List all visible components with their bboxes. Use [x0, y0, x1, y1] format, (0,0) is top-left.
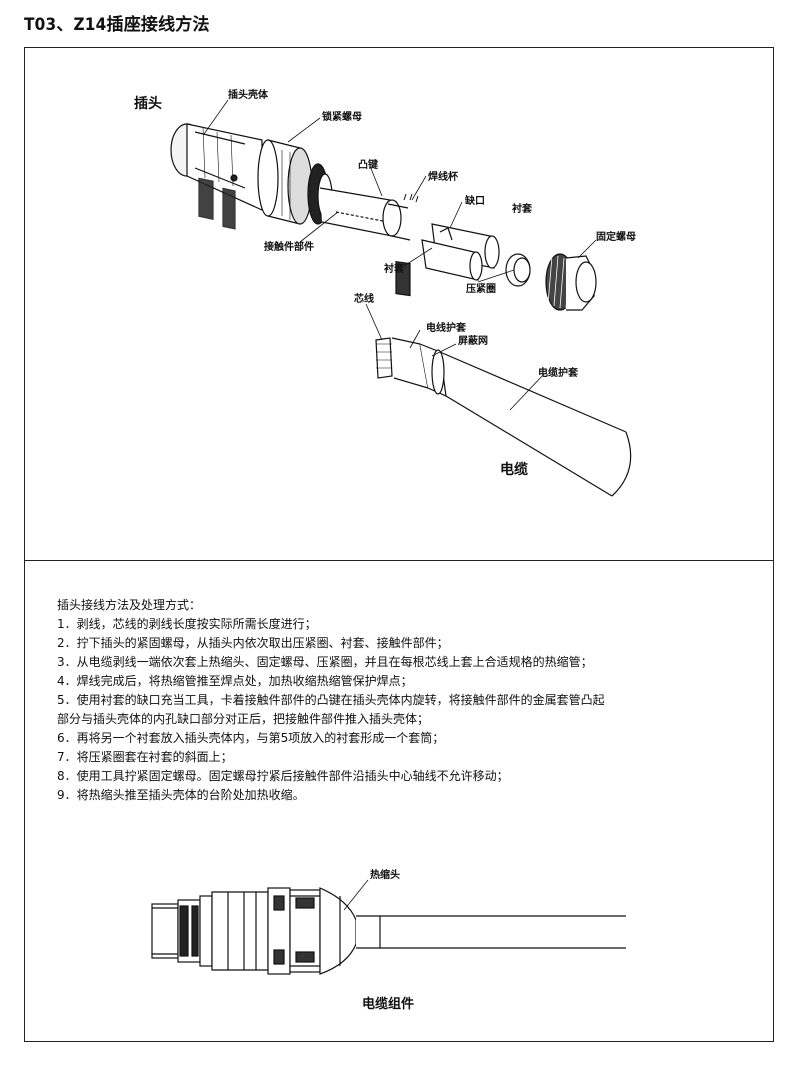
label-shield: 屏蔽网 — [457, 334, 488, 347]
section-divider — [24, 560, 774, 561]
diagram-frame — [24, 47, 774, 1042]
label-notch: 缺口 — [464, 194, 485, 207]
label-cable-jacket: 电缆护套 — [538, 366, 579, 379]
cable-drawing — [375, 337, 632, 497]
instructions-block: 插头接线方法及处理方式： 1．剥线，芯线的剥线长度按实际所需长度进行； 2．拧下… — [57, 596, 757, 805]
label-heat-shrink: 热缩头 — [370, 868, 400, 881]
label-cable: 电缆 — [500, 461, 528, 478]
label-compression-ring: 压紧圈 — [466, 282, 496, 295]
label-plug: 插头 — [134, 95, 162, 112]
label-bushing: 衬套 — [512, 202, 533, 215]
instruction-step: 6．再将另一个衬套放入插头壳体内，与第5项放入的衬套形成一个套筒； — [57, 731, 445, 745]
label-fixed-nut: 固定螺母 — [596, 230, 636, 243]
lock-nut-drawing — [257, 139, 333, 225]
instruction-step: 3．从电缆剥线一端依次套上热缩头、固定螺母、压紧圈，并且在每根芯线上套上合适规格… — [57, 655, 593, 669]
instruction-step: 9．将热缩头推至插头壳体的台阶处加热收缩。 — [57, 788, 305, 802]
label-cable-assembly: 电缆组件 — [362, 996, 414, 1012]
compression-ring-drawing — [505, 253, 531, 287]
instruction-step: 5．使用衬套的缺口充当工具，卡着接触件部件的凸键在插头壳体内旋转，将接触件部件的… — [57, 693, 605, 707]
fixed-nut-drawing — [545, 253, 597, 311]
label-wire-jacket: 电线护套 — [426, 321, 467, 334]
label-core-wire: 芯线 — [354, 292, 374, 305]
instruction-step: 1．剥线，芯线的剥线长度按实际所需长度进行； — [57, 617, 317, 631]
label-cam-key: 凸键 — [358, 158, 379, 171]
label-contact-part: 接触件部件 — [264, 240, 314, 253]
instructions-heading: 插头接线方法及处理方式： — [57, 598, 202, 612]
leader-heat-shrink — [343, 879, 369, 911]
label-plug-shell: 插头壳体 — [228, 88, 269, 101]
leader-lines-top — [203, 99, 597, 411]
label-solder-cup: 焊线杯 — [428, 170, 459, 183]
page-title: T03、Z14插座接线方法 — [24, 15, 210, 35]
plug-shell-drawing — [170, 123, 263, 230]
assembled-connector-drawing — [151, 887, 626, 975]
label-lock-nut: 锁紧螺母 — [322, 110, 362, 123]
bushing-lower-drawing — [421, 239, 483, 281]
instruction-step: 7．将压紧圈套在衬套的斜面上； — [57, 750, 233, 764]
instruction-step: 8．使用工具拧紧固定螺母。固定螺母拧紧后接触件部件沿插头中心轴线不允许移动； — [57, 769, 509, 783]
instruction-step: 2．拧下插头的紧固螺母，从插头内依次取出压紧圈、衬套、接触件部件； — [57, 636, 449, 650]
contact-part-drawing — [319, 187, 419, 297]
label-bushing-2: 衬套 — [384, 262, 405, 275]
instruction-step: 部分与插头壳体的内孔缺口部分对正后，把接触件部件推入插头壳体； — [57, 712, 430, 726]
instruction-step: 4．焊线完成后，将热缩管推至焊点处，加热收缩热缩管保护焊点； — [57, 674, 413, 688]
